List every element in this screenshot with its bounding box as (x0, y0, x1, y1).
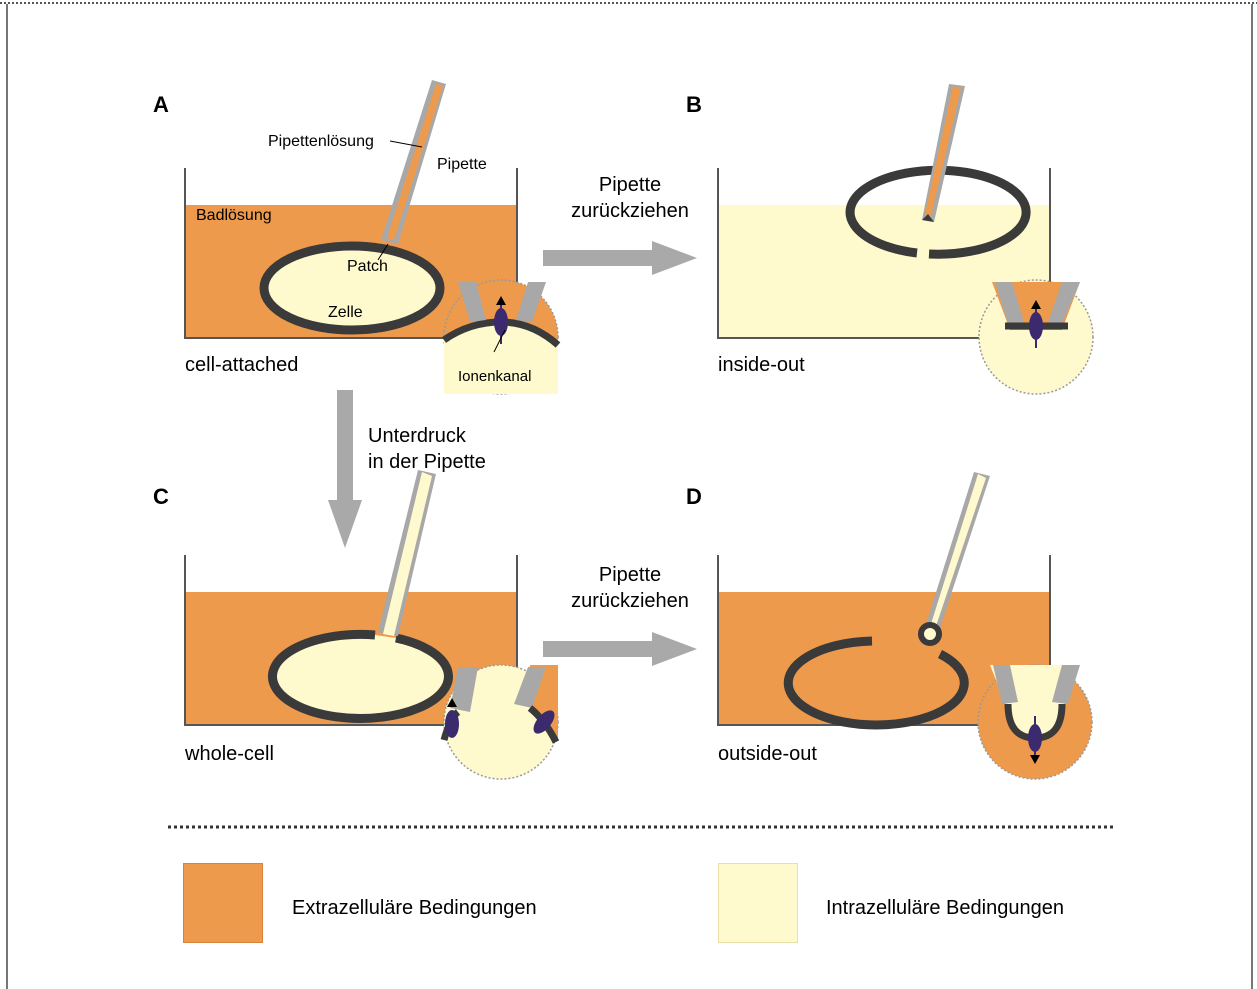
label-ion-channel: Ionenkanal (458, 368, 531, 385)
label-pipette: Pipette (437, 156, 487, 174)
legend-swatch-intracellular (718, 863, 798, 943)
label-bath-solution: Badlösung (196, 207, 272, 225)
cell-c (272, 634, 448, 718)
panel-label-b: B (686, 92, 702, 117)
legend-label-extracellular: Extrazelluläre Bedingungen (292, 897, 537, 920)
pipette-solution-b (925, 86, 961, 216)
label-cell: Zelle (328, 304, 363, 322)
label-patch: Patch (347, 258, 388, 276)
arrow-cd-label-line2: zurückziehen (560, 590, 700, 613)
arrow-ac-label-line1: Unterdruck (368, 425, 466, 448)
arrow-ab-label-line2: zurückziehen (560, 200, 700, 223)
panel-c-diagram (185, 470, 558, 779)
arrow-ac-label-line2: in der Pipette (368, 451, 486, 474)
mode-label-cell-attached: cell-attached (185, 354, 298, 377)
panel-label-c: C (153, 484, 169, 509)
zoom-inset-b (979, 280, 1093, 394)
arrow-a-to-b (543, 241, 697, 275)
zoom-inset-c (444, 665, 558, 779)
panel-label-d: D (686, 484, 702, 509)
mode-label-inside-out: inside-out (718, 354, 805, 377)
arrow-cd-label-line1: Pipette (560, 564, 700, 587)
legend-label-intracellular: Intrazelluläre Bedingungen (826, 897, 1064, 920)
mode-label-whole-cell: whole-cell (185, 743, 274, 766)
label-pipette-solution: Pipettenlösung (268, 133, 374, 151)
arrow-c-to-d (543, 632, 697, 666)
panel-a-diagram (185, 80, 558, 394)
legend-swatch-extracellular (183, 863, 263, 943)
panel-label-a: A (153, 92, 169, 117)
vesicle-d (921, 625, 939, 643)
arrow-ab-label-line1: Pipette (560, 174, 700, 197)
panel-d-diagram (718, 472, 1092, 779)
arrow-a-to-c (328, 390, 362, 548)
zoom-inset-d (978, 665, 1092, 779)
mode-label-outside-out: outside-out (718, 743, 817, 766)
panel-b-diagram (718, 84, 1093, 394)
